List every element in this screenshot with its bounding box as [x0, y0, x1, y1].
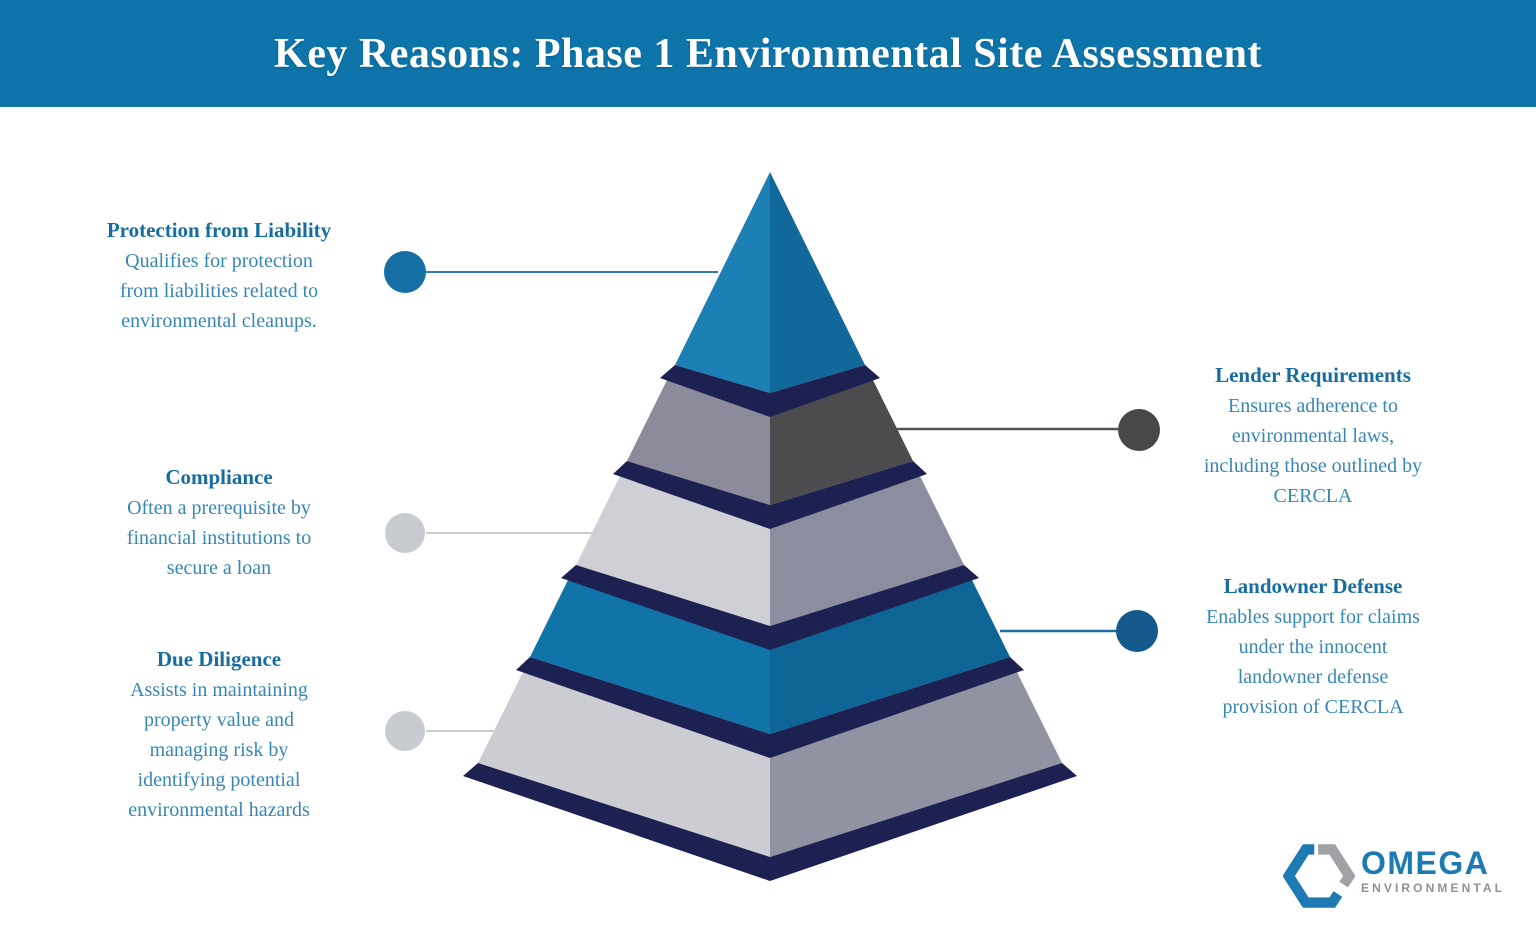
marker-dot-compliance: [385, 513, 425, 553]
hexagon-logo-icon: [1283, 844, 1355, 908]
pyramid-band-5: [463, 763, 1077, 881]
marker-dot-due-diligence: [385, 711, 425, 751]
callout-title: Due Diligence: [156, 647, 282, 671]
callout-body-line: Assists in maintaining: [130, 679, 308, 701]
callout-body-line: secure a loan: [166, 557, 272, 579]
omega-environmental-logo: OMEGA ENVIRONMENTAL: [1283, 838, 1523, 916]
callout-body-line: landowner defense: [1237, 666, 1389, 688]
marker-dot-lender: [1118, 409, 1160, 451]
callout-due-diligence: Due Diligence Assists in maintaining pro…: [84, 645, 354, 825]
pyramid-band-4: [516, 657, 1024, 758]
callout-body-line: environmental cleanups.: [121, 310, 317, 332]
pyramid-tier4-right-face: [770, 578, 1010, 734]
logo-name: OMEGA: [1361, 845, 1490, 881]
callout-body-line: environmental hazards: [128, 799, 310, 821]
callout-body-line: provision of CERCLA: [1222, 696, 1404, 718]
callout-body-line: Enables support for claims: [1206, 606, 1420, 628]
title-banner: Key Reasons: Phase 1 Environmental Site …: [0, 0, 1536, 107]
callout-body-line: managing risk by: [149, 739, 289, 761]
hexagon-blue-segment: [1283, 844, 1343, 908]
callout-title: Landowner Defense: [1223, 574, 1403, 598]
callout-title: Protection from Liability: [106, 218, 332, 242]
marker-dot-landowner: [1116, 610, 1158, 652]
hexagon-gray-segment: [1318, 844, 1355, 888]
page-title: Key Reasons: Phase 1 Environmental Site …: [274, 30, 1262, 77]
callout-title: Compliance: [165, 465, 273, 489]
logo-subtitle: ENVIRONMENTAL: [1361, 881, 1506, 895]
callout-body-line: financial institutions to: [126, 527, 312, 549]
callout-compliance: Compliance Often a prerequisite by finan…: [84, 463, 354, 583]
callout-body-line: environmental laws,: [1231, 425, 1395, 447]
callout-body-line: Ensures adherence to: [1228, 395, 1398, 417]
pyramid-tier5-right-face: [770, 670, 1062, 857]
callout-title: Lender Requirements: [1215, 363, 1411, 387]
pyramid-tier2-left-face: [627, 378, 770, 505]
callout-body-line: property value and: [144, 709, 294, 731]
callout-body-line: under the innocent: [1238, 636, 1388, 658]
callout-body-line: from liabilities related to: [119, 280, 319, 302]
callout-body-line: Qualifies for protection: [125, 250, 313, 272]
callout-body-line: identifying potential: [137, 769, 301, 791]
pyramid-tier1-right-face: [770, 172, 865, 393]
callout-protection-from-liability: Protection from Liability Qualifies for …: [84, 216, 354, 336]
logo-text: OMEGA ENVIRONMENTAL: [1361, 846, 1505, 895]
pyramid-band-3: [561, 565, 979, 650]
pyramid-tier4-left-face: [530, 578, 770, 734]
callout-lender-requirements: Lender Requirements Ensures adherence to…: [1172, 361, 1454, 511]
pyramid-band-1: [660, 365, 880, 417]
pyramid-tier2-right-face: [770, 378, 913, 505]
callout-body-line: Often a prerequisite by: [127, 497, 311, 519]
callout-body-line: including those outlined by: [1203, 455, 1423, 477]
pyramid-tier5-left-face: [478, 670, 770, 857]
pyramid-tier1-left-face: [675, 172, 770, 393]
pyramid-band-2: [613, 461, 927, 529]
marker-dot-protection: [384, 251, 426, 293]
callout-body-line: CERCLA: [1273, 485, 1353, 507]
callout-landowner-defense: Landowner Defense Enables support for cl…: [1172, 572, 1454, 722]
